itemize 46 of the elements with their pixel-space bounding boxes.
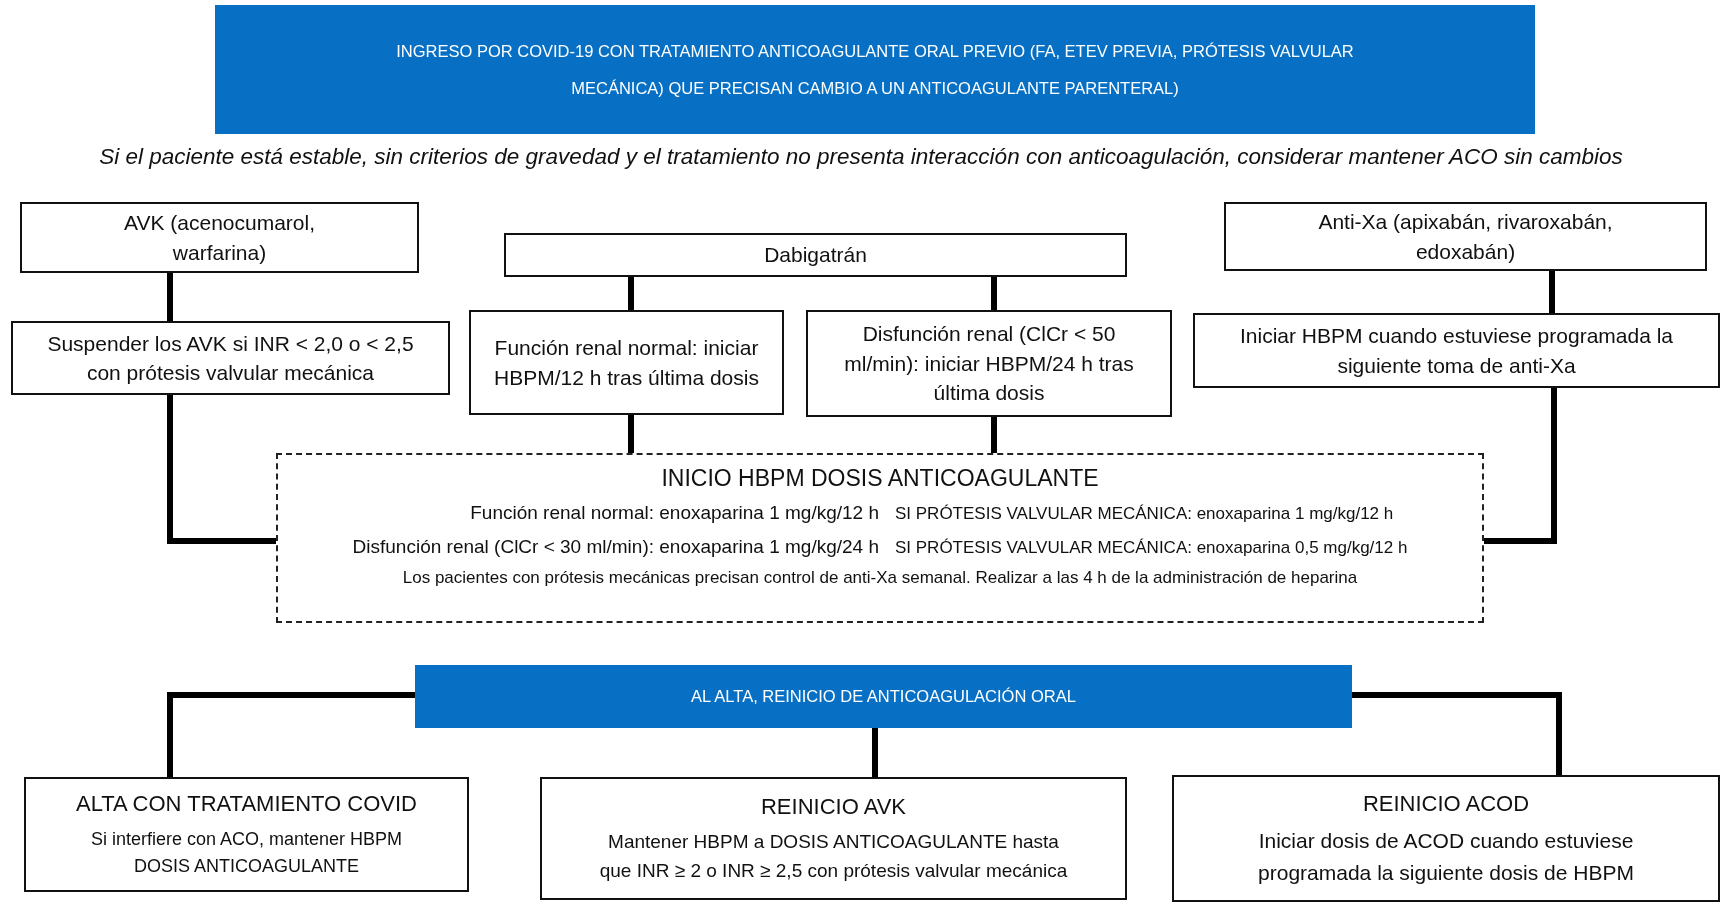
process-box: [24, 777, 469, 892]
box-text: Anti-Xa (apixabán, rivaroxabán, edoxabán): [1317, 209, 1614, 265]
process-box: [540, 777, 1127, 900]
connector-line: [991, 417, 997, 453]
box-text: Función renal normal: iniciar HBPM/12 h tras última dosis: [493, 335, 760, 391]
box-heading: INICIO HBPM DOSIS ANTICOAGULANTE: [661, 465, 1099, 492]
box-heading: REINICIO AVK: [760, 792, 907, 821]
process-box: [504, 233, 1127, 277]
connector-line: [167, 692, 415, 777]
box-heading: REINICIO ACOD: [1362, 789, 1530, 818]
connector-line: [1352, 692, 1562, 775]
box-text: AVK (acenocumarol, warfarina): [123, 210, 316, 266]
dosage-text: Función renal normal: enoxaparina 1 mg/kg/12 h: [469, 502, 879, 524]
body-text: Mantener HBPM a DOSIS ANTICOAGULANTE hasta que INR ≥ 2 o INR ≥ 2,5 con prótesis valvular mecánica: [598, 830, 1069, 883]
dashed-box: [276, 453, 1484, 623]
banner-text: INGRESO POR COVID-19 CON TRATAMIENTO ANTICOAGULANTE ORAL PREVIO (FA, ETEV PREVIA, PRÓTESIS VALVULAR MECÁNICA) QUE PRECISAN CAMBIO A UN ANTICOAGULANTE PARENTERAL): [395, 41, 1355, 99]
connector-line: [628, 415, 634, 453]
note-text: Si el paciente está estable, sin criterios de gravedad y el tratamiento no presenta interacción con anticoagulación, considerar mantener ACO sin cambios: [98, 144, 1624, 170]
process-box: [11, 321, 450, 395]
body-text: Iniciar dosis de ACOD cuando estuviese programada la siguiente dosis de HBPM: [1257, 828, 1635, 886]
box-text: Iniciar HBPM cuando estuviese programada la siguiente toma de anti-Xa: [1238, 323, 1675, 379]
process-box: [469, 310, 784, 415]
note-text: Los pacientes con prótesis mecánicas precisan control de anti-Xa semanal. Realizar a las 4 h de la administración de heparina: [402, 568, 1358, 588]
box-text: Suspender los AVK si INR < 2,0 o < 2,5 con prótesis valvular mecánica: [46, 330, 415, 386]
process-box: [1193, 313, 1720, 388]
process-box: [806, 310, 1172, 417]
banner-text: AL ALTA, REINICIO DE ANTICOAGULACIÓN ORAL: [691, 686, 1076, 708]
header-banner: [415, 665, 1352, 728]
connector-line: [872, 728, 878, 777]
connector-line: [991, 277, 997, 310]
connector-line: [1484, 388, 1557, 544]
connector-line: [628, 277, 634, 310]
process-box: [1224, 202, 1707, 271]
connector-line: [1549, 271, 1555, 313]
connector-line: [167, 273, 173, 321]
box-text: Disfunción renal (ClCr < 50 ml/min): iniciar HBPM/24 h tras última dosis: [843, 321, 1135, 407]
body-text: Si interfiere con ACO, mantener HBPM DOSIS ANTICOAGULANTE: [89, 827, 404, 878]
process-box: [20, 202, 419, 273]
dosage-text: SI PRÓTESIS VALVULAR MECÁNICA: enoxaparina 0,5 mg/kg/12 h: [895, 538, 1408, 558]
connector-line: [167, 395, 276, 544]
box-heading: ALTA CON TRATAMIENTO COVID: [75, 790, 417, 819]
box-text: Dabigatrán: [764, 242, 867, 269]
dosage-text: Disfunción renal (ClCr < 30 ml/min): enoxaparina 1 mg/kg/24 h: [352, 536, 879, 558]
header-banner: [215, 5, 1535, 134]
process-box: [1172, 775, 1720, 902]
dosage-text: SI PRÓTESIS VALVULAR MECÁNICA: enoxaparina 1 mg/kg/12 h: [895, 504, 1395, 524]
